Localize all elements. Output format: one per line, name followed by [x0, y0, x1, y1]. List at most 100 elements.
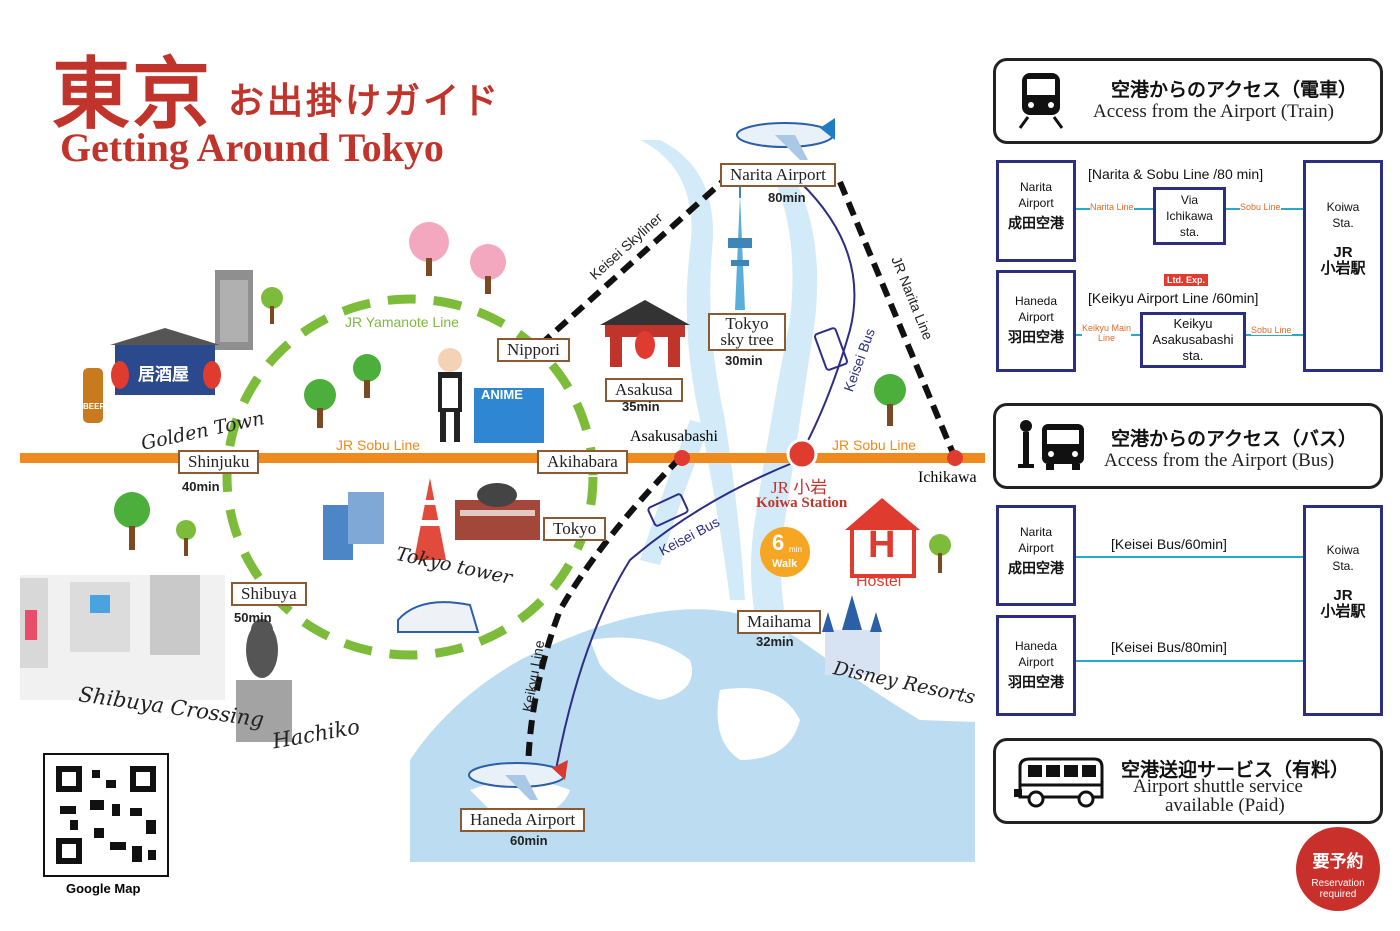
river: [640, 140, 745, 600]
station-asakusabashi: Asakusabashi: [630, 428, 718, 445]
station-akihabara: Akihabara: [537, 450, 628, 474]
sobu-line-tag: Sobu Line: [1240, 202, 1281, 212]
time-maihama: 32min: [756, 634, 794, 649]
station-skytree: Tokyo sky tree: [708, 313, 786, 351]
bus-stop-icon: [1018, 420, 1084, 470]
train-haneda-box: Haneda Airport 羽田空港: [996, 270, 1076, 372]
tree-icon: [304, 379, 336, 428]
reservation-jp: 要予約: [1312, 852, 1364, 871]
skyscraper-icon: [215, 270, 253, 350]
anime-sign: ANIME: [481, 387, 523, 402]
shinkansen-icon: [397, 601, 480, 633]
bus-haneda-box: Haneda Airport 羽田空港: [996, 615, 1076, 716]
station-koiwa-jp: JR 小岩: [771, 478, 828, 497]
bus-haneda-l1: Haneda: [1014, 639, 1058, 653]
via-ichikawa-box: Via Ichikawa sta.: [1153, 187, 1226, 245]
time-shibuya: 50min: [234, 610, 272, 625]
time-asakusa: 35min: [622, 399, 660, 414]
station-maihama: Maihama: [737, 610, 822, 634]
hachiko-statue-icon: [236, 619, 292, 742]
bus-narita-l3: 成田空港: [1008, 560, 1064, 576]
reservation-badge: 要予約 Reservation required: [1296, 827, 1380, 911]
bus-koiwa-l3: JR: [1333, 587, 1353, 604]
beer-bottle-icon: [83, 368, 103, 423]
narita-line-tag: Narita Line: [1090, 202, 1134, 212]
tree-icon: [353, 354, 381, 398]
walk-label: Walk: [772, 558, 798, 570]
tree-icon: [261, 287, 283, 324]
yamanote-line: [222, 294, 598, 660]
sobu-line-tag: Sobu Line: [1251, 325, 1292, 335]
bus-access-panel: 空港からのアクセス（バス） Access from the Airport (B…: [993, 403, 1383, 489]
hostel-letter: H: [868, 524, 896, 566]
train-haneda-l2: Airport: [1018, 310, 1054, 324]
station-koiwa-en: Koiwa Station: [756, 495, 848, 511]
train-koiwa-l4: 小岩駅: [1320, 260, 1366, 277]
tree-icon: [874, 374, 906, 426]
narita-plane-icon: [736, 118, 835, 160]
train-haneda-l3: 羽田空港: [1008, 329, 1064, 345]
shuttle-panel: 空港送迎サービス（有料） Airport shuttle service ava…: [993, 738, 1383, 824]
train-koiwa-l2: Sta.: [1332, 216, 1354, 230]
title-jp-big: 東京: [52, 51, 213, 138]
station-haneda: Haneda Airport: [460, 808, 586, 832]
bay-island: [717, 688, 800, 760]
bus-narita-l1: Narita: [1019, 525, 1052, 539]
bus-koiwa-l4: 小岩駅: [1320, 603, 1366, 620]
shibuya-crossing-illustration: [20, 575, 225, 700]
asakusa-gate-icon: [600, 300, 690, 367]
tokyo-station-icon: [455, 483, 540, 540]
qr-label: Google Map: [66, 881, 141, 896]
office-buildings-icon: [323, 492, 384, 560]
bay-island: [590, 637, 692, 700]
keisei-skyliner-line: [537, 179, 725, 348]
shuttle-title-jp: 空港送迎サービス（有料）: [1121, 760, 1350, 781]
bus-narita-box: Narita Airport 成田空港: [996, 505, 1076, 606]
shuttle-title-en-1: Airport shuttle service: [1133, 776, 1303, 797]
koiwa-dot: [786, 438, 818, 470]
train-narita-l1: Narita: [1019, 180, 1052, 194]
keikyu-l2: Asakusabashi: [1152, 332, 1234, 347]
train-access-panel: 空港からのアクセス（電車） Access from the Airport (T…: [993, 58, 1383, 144]
disney-castle-icon: [822, 595, 882, 675]
title-en: Getting Around Tokyo: [60, 125, 444, 170]
sobu-line-label: JR Sobu Line: [832, 437, 917, 453]
tokyo-tower-icon: [414, 478, 446, 560]
asakusabashi-dot: [674, 450, 690, 466]
via-l2: Ichikawa: [1166, 209, 1213, 223]
keikyu-l3: sta.: [1182, 348, 1204, 363]
time-haneda: 60min: [510, 833, 548, 848]
bus-koiwa-l1: Koiwa: [1326, 543, 1360, 557]
sobu-line-label: JR Sobu Line: [336, 437, 421, 453]
river: [751, 170, 818, 640]
train-narita-route: [Narita & Sobu Line /80 min]: [1088, 166, 1264, 182]
time-shinjuku: 40min: [182, 479, 220, 494]
station-shibuya: Shibuya: [231, 582, 307, 606]
tree-icon: [176, 520, 196, 556]
train-koiwa-l3: JR: [1333, 244, 1353, 261]
izakaya-icon: [110, 328, 221, 395]
jr-narita-line: [837, 180, 958, 460]
train-haneda-l1: Haneda: [1014, 294, 1058, 308]
train-panel-title-en: Access from the Airport (Train): [1093, 101, 1334, 122]
train-narita-l2: Airport: [1018, 196, 1054, 210]
bus-haneda-route: [Keisei Bus/80min]: [1111, 639, 1227, 655]
bus-narita-connector: [1076, 556, 1303, 558]
hostel-label: Hostel: [856, 573, 902, 590]
ichikawa-dot: [947, 450, 963, 466]
izakaya-sign: 居酒屋: [138, 365, 189, 384]
ltd-exp-tag: Ltd. Exp.: [1164, 274, 1208, 286]
anime-shop-icon: [474, 388, 544, 443]
maid-figure-icon: [438, 348, 462, 442]
haneda-plane-icon: [468, 760, 568, 800]
cherry-blossom-icon: [470, 244, 506, 294]
reservation-en-2: required: [1319, 889, 1357, 900]
keikyu-main-tag: Keikyu Main Line: [1082, 323, 1132, 343]
skytree-icon: [728, 180, 752, 310]
station-narita: Narita Airport: [720, 163, 836, 187]
bus-haneda-connector: [1076, 660, 1303, 662]
train-koiwa-l1: Koiwa: [1326, 200, 1360, 214]
station-asakusa: Asakusa: [605, 378, 683, 402]
bus-haneda-l3: 羽田空港: [1008, 674, 1064, 690]
yamanote-line-label: JR Yamanote Line: [345, 314, 459, 330]
